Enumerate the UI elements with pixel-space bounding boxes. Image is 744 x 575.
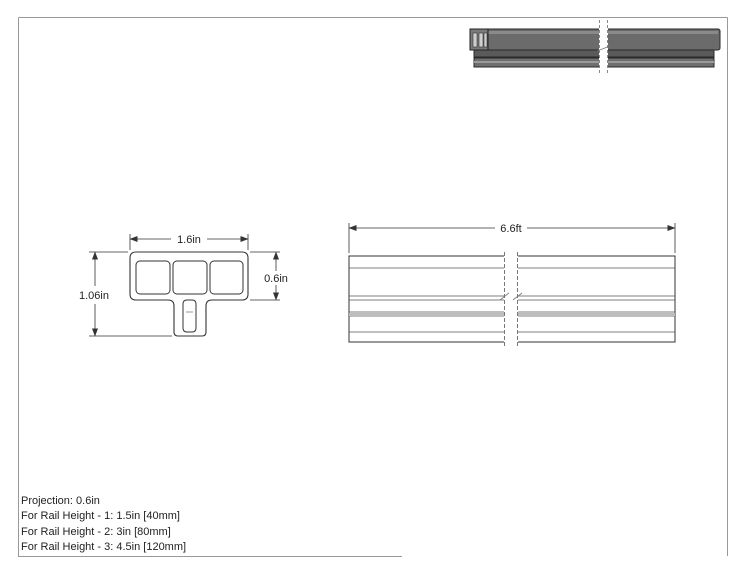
dim-box-height [250,251,280,301]
note-rail-height-1: For Rail Height - 1: 1.5in [40mm] [21,510,180,523]
dim-label-profile-height: 1.06in [79,290,109,302]
note-rail-height-3: For Rail Height - 3: 4.5in [120mm] [21,541,187,554]
note-projection: Projection: 0.6in [21,495,100,507]
dim-profile-width [129,234,249,250]
dim-label-length: 6.6ft [500,223,521,235]
note-rail-height-2: For Rail Height - 2: 3in [80mm] [21,525,171,538]
sheet-border [18,17,728,557]
iso-preview [469,20,721,74]
dim-label-box-height: 0.6in [264,273,288,285]
spec-notes: Projection: 0.6in For Rail Height - 1: 1… [21,494,186,556]
dim-label-profile-width: 1.6in [177,234,201,246]
profile-section [129,251,249,337]
side-elevation [348,252,676,346]
dim-length [348,223,676,253]
dim-profile-height [89,251,172,337]
